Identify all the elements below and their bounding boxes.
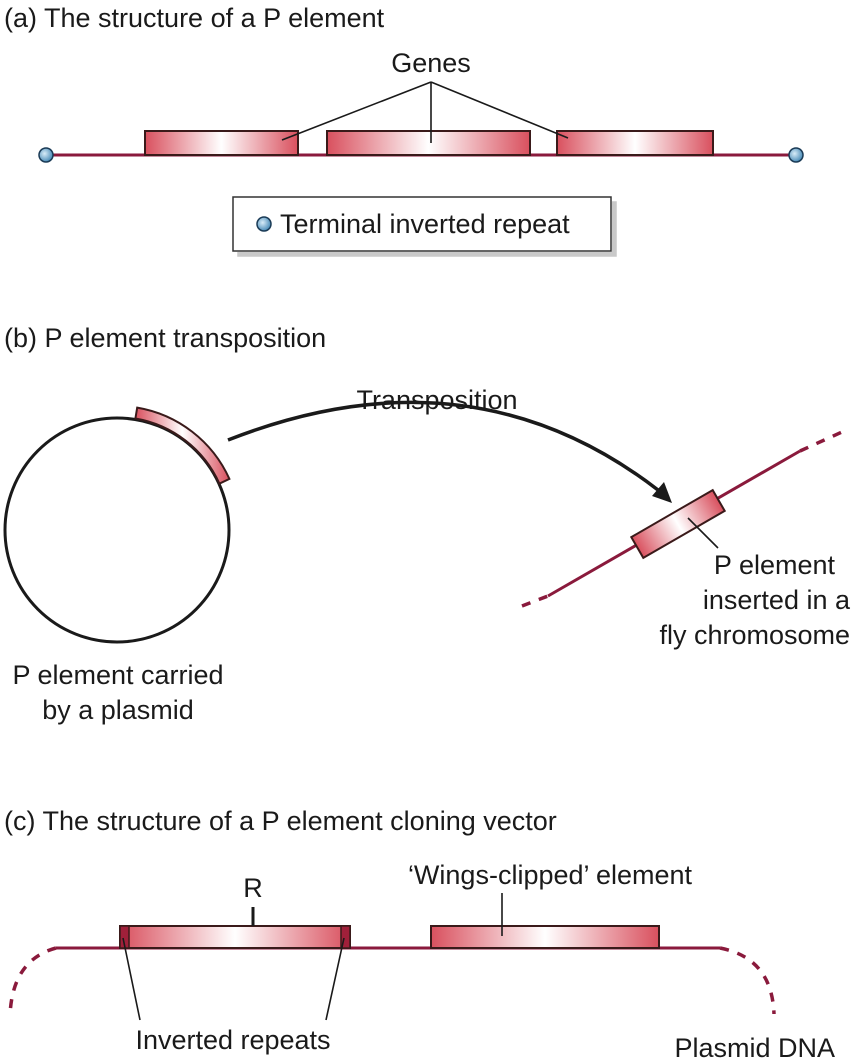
- panel-a-heading: (a) The structure of a P element: [4, 3, 385, 33]
- cloning-p-element: [119, 925, 351, 949]
- fly-chromosome-dash-left: [521, 594, 549, 608]
- fly-chromosome-dash-right: [799, 430, 843, 453]
- gene-segment-1: [144, 130, 299, 156]
- plasmid-circle: [3, 416, 231, 644]
- legend-label: Terminal inverted repeat: [280, 209, 570, 239]
- legend-box: [232, 196, 612, 252]
- transposition-arrow: [227, 400, 660, 492]
- plasmid-dash-right: [719, 946, 776, 1015]
- inserted-caption-line-2: inserted in a: [703, 585, 851, 615]
- inverted-repeat-right: [340, 925, 351, 949]
- r-label: R: [243, 873, 263, 903]
- inserted-caption-line-3: fly chromosome: [659, 620, 850, 650]
- panel-b-heading: (b) P element transposition: [4, 323, 326, 353]
- inverted-repeats-leaders: [122, 937, 345, 1021]
- terminal-repeat-icon: [256, 216, 272, 232]
- gene-segment-2: [326, 130, 531, 156]
- terminal-repeat-dot-left: [38, 147, 54, 163]
- inserted-p-element: [629, 488, 727, 560]
- panel-c-heading: (c) The structure of a P element cloning…: [4, 806, 557, 836]
- plasmid-p-element: [134, 406, 231, 485]
- wings-clipped-element: [430, 925, 660, 949]
- panel-a: (a) The structure of a P element Genes T…: [4, 3, 804, 252]
- inserted-caption-line-1: P element: [714, 550, 836, 580]
- transposition-arrowhead: [652, 482, 672, 503]
- plasmid-caption-line-1: P element carried: [12, 660, 223, 690]
- genes-label: Genes: [391, 48, 471, 78]
- genes-leader-lines: [281, 81, 569, 143]
- plasmid-dash-left: [8, 946, 57, 1017]
- plasmid-dna-label: Plasmid DNA: [674, 1033, 835, 1063]
- cloning-p-element-box: [119, 925, 351, 949]
- inserted-leader-line: [687, 517, 719, 549]
- gene-segment-3: [556, 130, 714, 156]
- inverted-repeats-label: Inverted repeats: [135, 1025, 330, 1055]
- inserted-p-element-box: [629, 488, 727, 560]
- panel-b: (b) P element transposition Transpositio…: [3, 323, 851, 725]
- terminal-repeat-legend: Terminal inverted repeat: [232, 196, 612, 252]
- terminal-repeat-dot-right: [788, 147, 804, 163]
- panel-c: (c) The structure of a P element cloning…: [4, 806, 835, 1063]
- wings-clipped-label: ‘Wings-clipped’ element: [408, 860, 693, 890]
- plasmid-caption-line-2: by a plasmid: [42, 695, 194, 725]
